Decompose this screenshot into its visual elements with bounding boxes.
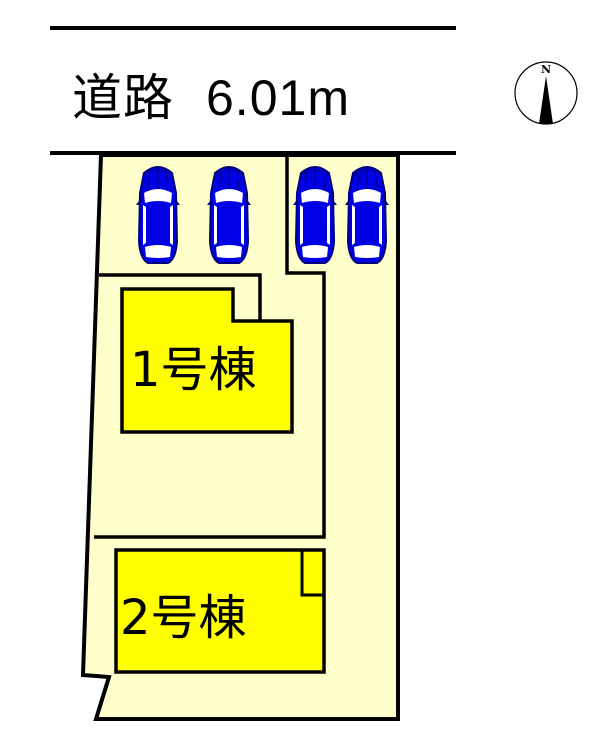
building-1-label: 1号棟 (130, 342, 257, 398)
road-width: 6.01m (206, 70, 350, 126)
road-label: 道路 6.01m (72, 68, 350, 128)
north-label: N (541, 63, 551, 76)
road-name: 道路 (72, 69, 174, 127)
building-1 (120, 287, 294, 434)
car-icon (206, 166, 252, 264)
north-arrow-icon: N (514, 61, 578, 125)
car-icon (292, 166, 338, 264)
lot-divider-parking (94, 155, 326, 539)
building-2-label: 2号棟 (120, 590, 247, 646)
car-icon (344, 166, 390, 264)
lot1-parking-boundary (99, 273, 262, 320)
car-icon (135, 166, 181, 264)
building-2-notch (300, 550, 323, 597)
building-2 (114, 548, 326, 674)
